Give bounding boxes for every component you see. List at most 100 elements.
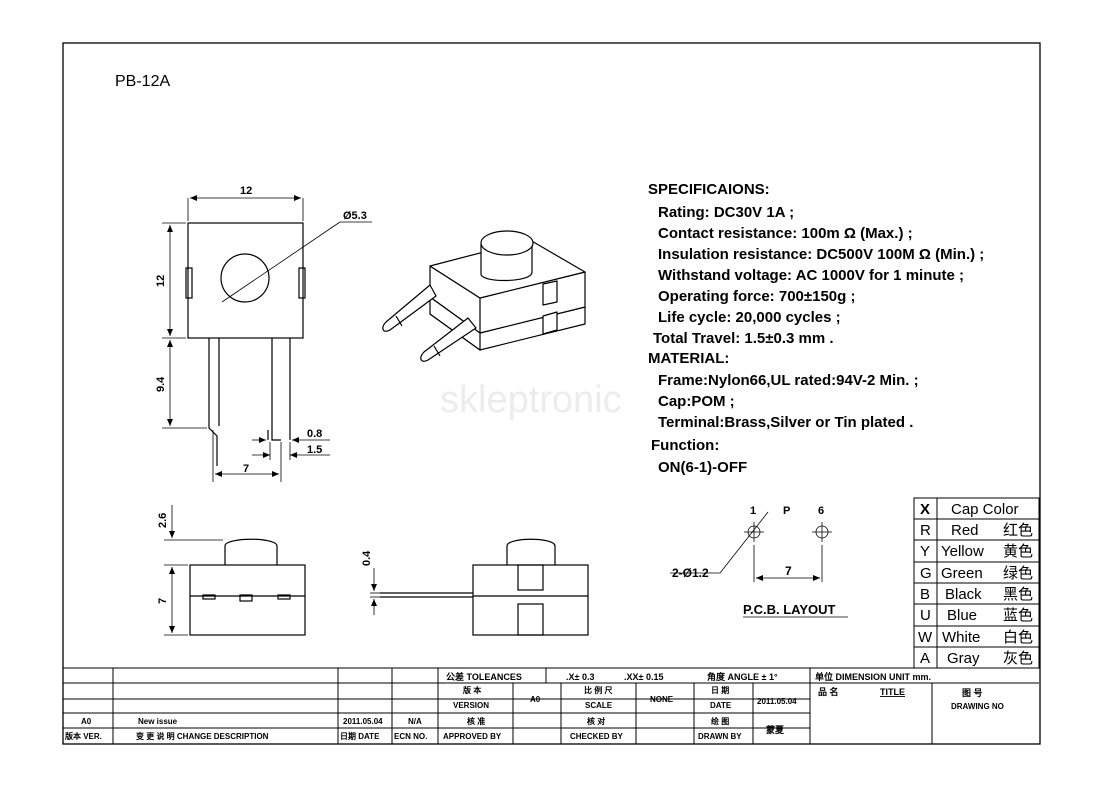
dim-pin-length: 9.4 <box>155 376 167 392</box>
approved-en: APPROVED BY <box>443 732 502 741</box>
material-title: MATERIAL: <box>648 350 729 367</box>
scale-en: SCALE <box>585 701 613 710</box>
tolerance-x: .X± 0.3 <box>566 672 594 682</box>
tolerances-label: 公差 TOLEANCES <box>446 671 522 682</box>
pcb-layout-title: P.C.B. LAYOUT <box>743 602 836 617</box>
dim-pin-thickness: 1.5 <box>307 444 322 456</box>
cap-color-cn: 绿色 <box>1003 565 1033 582</box>
cap-color-code: B <box>920 586 930 603</box>
spec-operating-force: Operating force: 700±150g ; <box>658 288 855 305</box>
pcb-pin-1: 1 <box>750 505 756 517</box>
cap-color-code: R <box>920 522 931 539</box>
spec-contact-resistance: Contact resistance: 100m Ω (Max.) ; <box>658 225 913 242</box>
part-number: PB-12A <box>115 73 170 90</box>
material-frame: Frame:Nylon66,UL rated:94V-2 Min. ; <box>658 372 919 389</box>
version-en: VERSION <box>453 701 489 710</box>
specifications: SPECIFICAIONS: Rating: DC30V 1A ; Contac… <box>648 181 984 476</box>
cap-color-name: Black <box>945 586 982 603</box>
product-name-cn: 品 名 <box>818 686 839 697</box>
checked-en: CHECKED BY <box>570 732 624 741</box>
cap-color-name: Red <box>951 522 979 539</box>
pcb-layout <box>670 511 848 618</box>
pcb-pin-p: P <box>783 505 790 517</box>
header-version: 版本 VER. <box>64 731 102 741</box>
material-cap: Cap:POM ; <box>658 393 735 410</box>
angle-tolerance: 角度 ANGLE ± 1° <box>707 671 778 682</box>
cap-color-cn: 黑色 <box>1003 586 1033 603</box>
cap-color-code: W <box>918 629 933 646</box>
side-view-right-dimensions <box>370 568 380 615</box>
scale-value: NONE <box>650 695 674 704</box>
drawn-by-value: 蒙夏 <box>766 724 785 735</box>
revision-ecn: N/A <box>408 717 422 726</box>
tolerance-xx: .XX± 0.15 <box>624 672 663 682</box>
side-view-right <box>380 538 589 636</box>
cap-color-name: Gray <box>947 650 980 667</box>
side-view-left-dimensions <box>164 505 223 636</box>
side-view-left <box>189 538 306 636</box>
pcb-pitch-dim: 7 <box>785 564 792 578</box>
cap-color-code: G <box>920 565 932 582</box>
function-line: ON(6-1)-OFF <box>658 459 747 476</box>
cap-color-header-code: X <box>920 501 930 518</box>
cap-color-name: White <box>942 629 980 646</box>
scale-cn: 比 例 尺 <box>584 685 612 695</box>
spec-withstand-voltage: Withstand voltage: AC 1000V for 1 minute… <box>658 267 964 284</box>
revision-description: New issue <box>138 717 178 726</box>
spec-total-travel: Total Travel: 1.5±0.3 mm . <box>653 330 834 347</box>
dimension-unit: 单位 DIMENSION UNIT mm. <box>815 671 931 682</box>
watermark: skleptronic <box>440 379 622 421</box>
drawn-en: DRAWN BY <box>698 732 742 741</box>
revision-date: 2011.05.04 <box>343 717 383 726</box>
isometric-view <box>382 230 586 362</box>
dim-terminal-thickness: 0.4 <box>361 550 373 566</box>
dim-pin-pitch: 7 <box>243 463 249 475</box>
function-title: Function: <box>651 437 719 454</box>
spec-insulation-resistance: Insulation resistance: DC500V 100M Ω (Mi… <box>658 246 984 263</box>
title-block <box>63 667 1039 744</box>
cap-color-name: Yellow <box>941 543 984 560</box>
cap-color-name: Green <box>941 565 983 582</box>
drawing-no-en: DRAWING NO <box>951 702 1004 711</box>
cap-color-cn: 红色 <box>1003 522 1033 539</box>
spec-life-cycle: Life cycle: 20,000 cycles ; <box>658 309 841 326</box>
dim-hole: Ø5.3 <box>343 210 367 222</box>
cap-color-name: Blue <box>947 607 977 624</box>
cap-color-header-label: Cap Color <box>951 501 1019 518</box>
material-terminal: Terminal:Brass,Silver or Tin plated . <box>658 414 913 431</box>
cap-color-code: A <box>920 650 930 667</box>
dim-body-height: 7 <box>157 598 169 604</box>
dim-width: 12 <box>240 185 252 197</box>
drawing-no-cn: 图 号 <box>962 688 983 698</box>
date-cn: 日 期 <box>711 685 729 695</box>
pcb-pin-6: 6 <box>818 505 824 517</box>
front-view-dimensions <box>162 195 372 482</box>
revision-version: A0 <box>81 717 92 726</box>
cap-color-cn: 黄色 <box>1003 543 1033 560</box>
version-value: A0 <box>530 695 541 704</box>
dim-cap-height: 2.6 <box>157 513 169 528</box>
cap-color-code: U <box>920 607 931 624</box>
spec-title: SPECIFICAIONS: <box>648 181 770 198</box>
cap-color-cn: 白色 <box>1003 629 1033 646</box>
front-view <box>185 222 306 466</box>
cap-color-cn: 灰色 <box>1003 650 1033 667</box>
cap-color-cn: 蓝色 <box>1003 607 1033 624</box>
approved-cn: 核 准 <box>467 716 485 726</box>
header-date: 日期 DATE <box>340 731 380 741</box>
header-ecn: ECN NO. <box>394 732 427 741</box>
date-en: DATE <box>710 701 732 710</box>
cap-color-code: Y <box>920 543 930 560</box>
title-label: TITLE <box>880 687 905 697</box>
spec-rating: Rating: DC30V 1A ; <box>658 204 794 221</box>
drawn-cn: 绘 图 <box>711 716 729 726</box>
title-block-text: 公差 TOLEANCES .X± 0.3 .XX± 0.15 角度 ANGLE … <box>64 671 1004 741</box>
date-value: 2011.05.04 <box>757 697 797 706</box>
version-cn: 版 本 <box>462 685 481 695</box>
header-description: 变 更 说 明 CHANGE DESCRIPTION <box>136 731 269 741</box>
checked-cn: 核 对 <box>587 716 605 726</box>
dim-height: 12 <box>155 275 167 287</box>
sheet-border <box>62 42 1041 745</box>
pcb-hole-dim: 2-Ø1.2 <box>672 566 709 580</box>
